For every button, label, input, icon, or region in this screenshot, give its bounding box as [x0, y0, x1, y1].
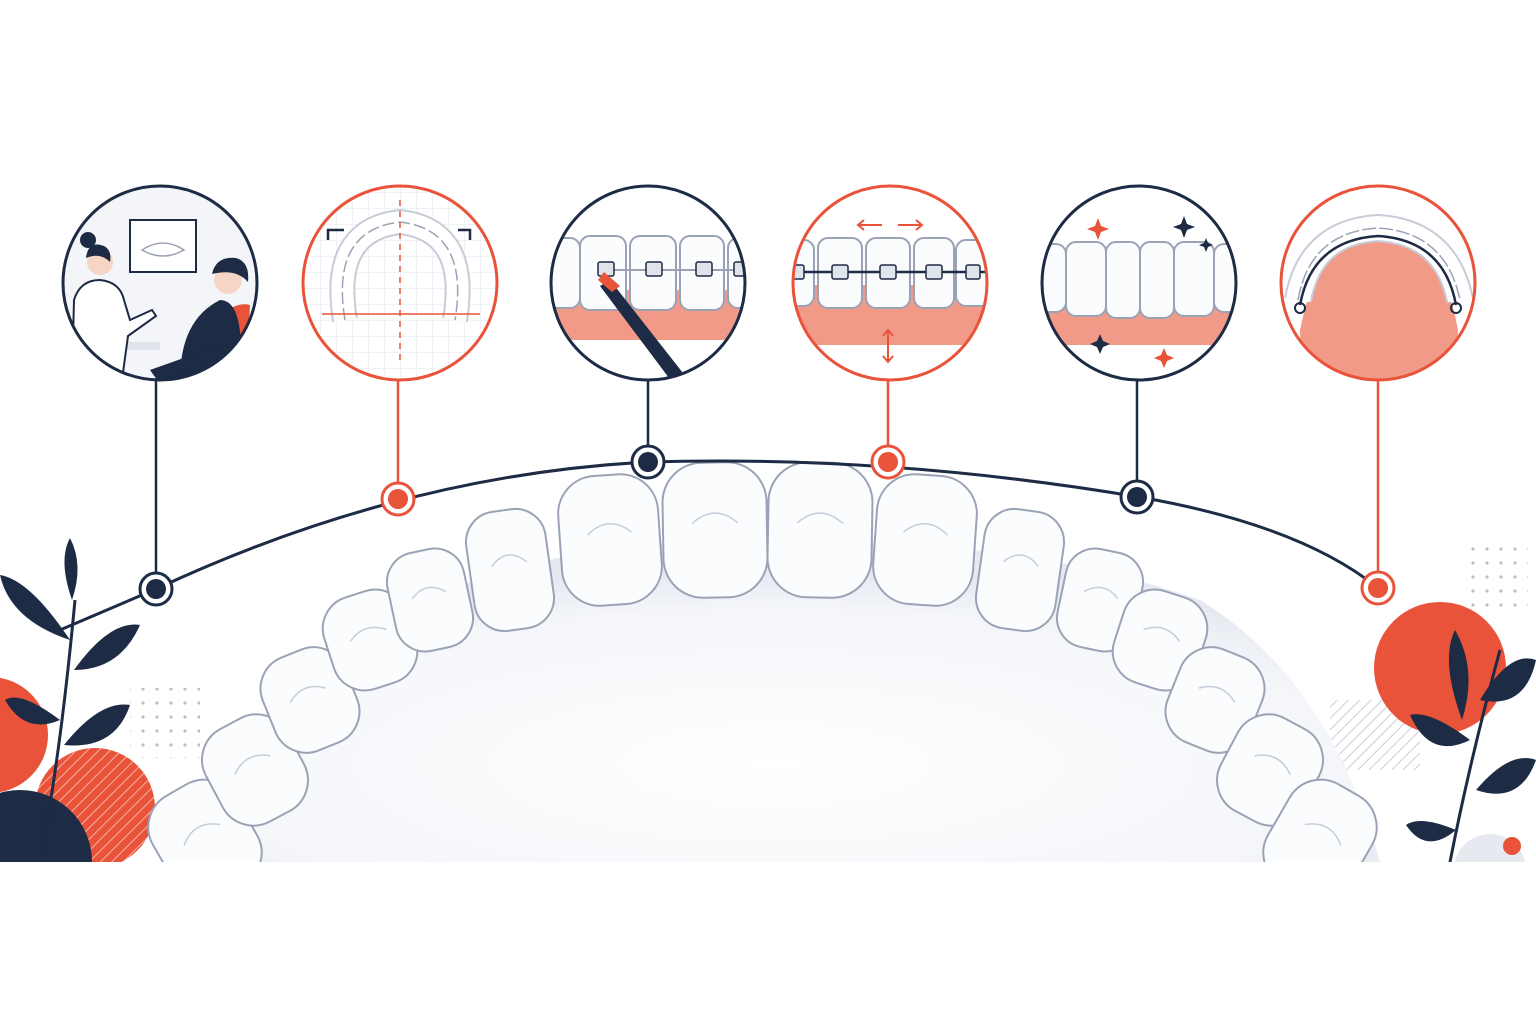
timeline-node-3[interactable]	[632, 446, 664, 478]
tooth	[556, 472, 665, 609]
dot-grid-right	[1462, 538, 1528, 608]
coral-blob-right	[1374, 602, 1506, 734]
step-adjustment[interactable]	[780, 185, 992, 385]
coral-blob-left-top	[0, 677, 48, 793]
dot-grid-left	[130, 688, 200, 758]
step-planning[interactable]	[300, 185, 500, 385]
tooth	[767, 462, 873, 599]
dental-arch	[135, 462, 1390, 914]
bracket-bonding-icon	[540, 185, 768, 390]
timeline-node-6[interactable]	[1362, 572, 1394, 604]
leaf-icon	[1406, 821, 1456, 841]
leaf-icon	[1476, 758, 1536, 794]
timeline-node-1[interactable]	[140, 573, 172, 605]
timeline-node-5[interactable]	[1121, 481, 1153, 513]
step-consultation[interactable]	[60, 185, 260, 385]
tooth	[871, 472, 980, 609]
step-result[interactable]	[1030, 185, 1250, 385]
step-retainer[interactable]	[1280, 185, 1480, 400]
leaf-icon	[64, 538, 77, 600]
leaf-icon	[0, 575, 70, 640]
clean-smile-icon	[1030, 185, 1250, 385]
coral-dot-right	[1503, 837, 1521, 855]
timeline-node-4[interactable]	[872, 446, 904, 478]
step-bonding[interactable]	[540, 185, 768, 390]
leaf-icon	[64, 705, 130, 746]
tooth	[662, 462, 768, 599]
timeline-node-2[interactable]	[382, 483, 414, 515]
leaf-icon	[74, 625, 140, 670]
